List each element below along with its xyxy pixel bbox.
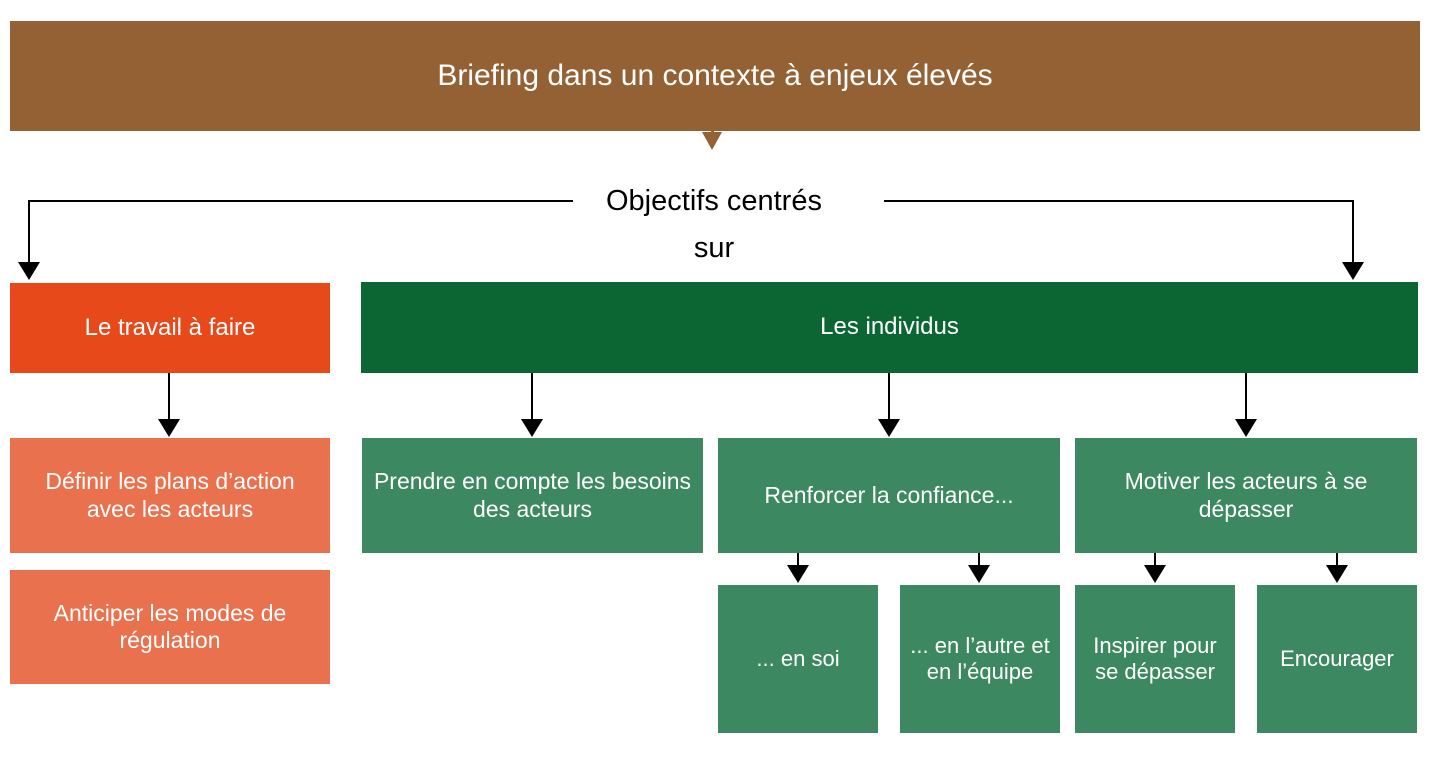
- confiance-to-ensoi-line: [797, 553, 799, 569]
- hub-right-arrow-icon: [1342, 262, 1364, 280]
- hub-left-vertical-line: [28, 200, 30, 264]
- hub-left-branch-line: [28, 200, 573, 202]
- leaf-encourager-box: Encourager: [1257, 585, 1417, 733]
- motiver-to-inspirer-line: [1154, 553, 1156, 569]
- people-to-motiver-line: [1245, 373, 1247, 421]
- people-to-besoins-line: [531, 373, 533, 421]
- confiance-to-ensoi-arrow-icon: [787, 565, 809, 583]
- people-to-confiance-line: [888, 373, 890, 421]
- confiance-to-autre-line: [978, 553, 980, 569]
- header-connector-arrow-icon: [702, 132, 722, 150]
- work-to-child1-line: [168, 373, 170, 421]
- hub-label-line1: Objectifs centrés: [606, 185, 822, 217]
- people-child-besoins-box: Prendre en compte les besoins des acteur…: [362, 438, 703, 553]
- hub-label: Objectifs centrés sur: [570, 178, 858, 272]
- people-to-besoins-arrow-icon: [521, 419, 543, 437]
- branch-people-box: Les individus: [361, 282, 1418, 373]
- people-child-motiver-box: Motiver les acteurs à se dépasser: [1075, 438, 1417, 553]
- work-to-child1-arrow-icon: [158, 419, 180, 437]
- branch-work-box: Le travail à faire: [10, 283, 330, 373]
- motiver-to-inspirer-arrow-icon: [1144, 565, 1166, 583]
- hub-right-branch-line: [884, 200, 1354, 202]
- hub-left-arrow-icon: [18, 262, 40, 280]
- motiver-to-encourager-arrow-icon: [1326, 565, 1348, 583]
- header-title-box: Briefing dans un contexte à enjeux élevé…: [10, 21, 1420, 131]
- work-child-plans-box: Définir les plans d’action avec les acte…: [10, 438, 330, 553]
- hub-right-vertical-line: [1352, 200, 1354, 264]
- leaf-en-soi-box: ... en soi: [718, 585, 878, 733]
- hub-label-line2: sur: [693, 231, 735, 264]
- people-to-confiance-arrow-icon: [878, 419, 900, 437]
- leaf-en-l-autre-box: ... en l’autre et en l’équipe: [900, 585, 1060, 733]
- work-child-regulation-box: Anticiper les modes de régulation: [10, 570, 330, 684]
- people-child-confiance-box: Renforcer la confiance...: [718, 438, 1060, 553]
- motiver-to-encourager-line: [1336, 553, 1338, 569]
- leaf-inspirer-box: Inspirer pour se dépasser: [1075, 585, 1235, 733]
- people-to-motiver-arrow-icon: [1235, 419, 1257, 437]
- confiance-to-autre-arrow-icon: [968, 565, 990, 583]
